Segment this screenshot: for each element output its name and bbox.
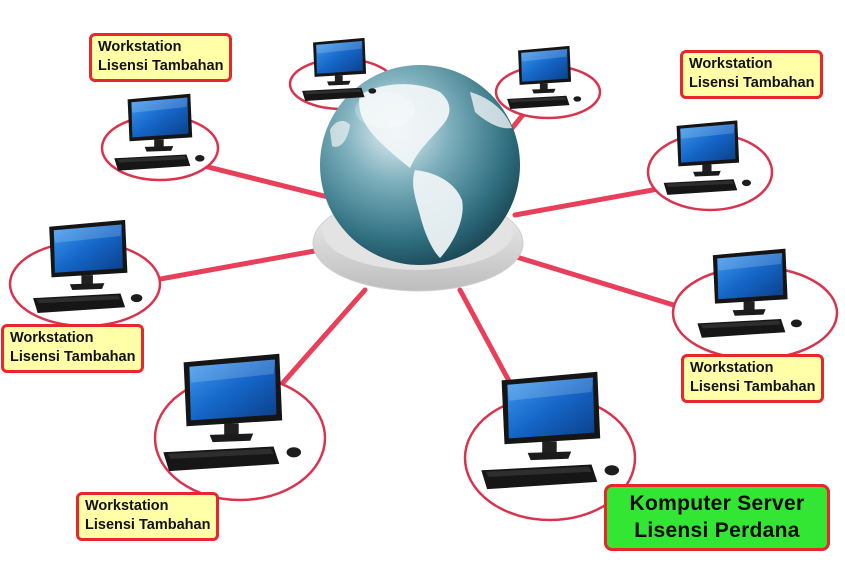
workstation-label-right-lower: Workstation Lisensi Tambahan	[681, 354, 825, 403]
link-right-lower	[507, 252, 693, 313]
server-label-line2: Lisensi Perdana	[634, 519, 800, 542]
workstation-label-left-middle: Workstation Lisensi Tambahan	[1, 324, 145, 373]
workstation-label-top-right: Workstation Lisensi Tambahan	[680, 50, 824, 99]
globe-server	[312, 65, 524, 292]
server-label: Komputer Server Lisensi Perdana	[604, 484, 830, 551]
workstation-label-line2: Lisensi Tambahan	[98, 58, 224, 74]
workstation-label-bottom-left: Workstation Lisensi Tambahan	[76, 492, 220, 541]
server-label-line1: Komputer Server	[629, 492, 805, 515]
workstation-label-line1: Workstation	[689, 56, 773, 72]
workstation-label-line1: Workstation	[85, 498, 169, 514]
workstation-label-top-left: Workstation Lisensi Tambahan	[89, 33, 233, 82]
workstation-label-line2: Lisensi Tambahan	[85, 517, 211, 533]
workstation-label-line2: Lisensi Tambahan	[690, 379, 816, 395]
workstation-label-line1: Workstation	[690, 360, 774, 376]
workstation-label-line2: Lisensi Tambahan	[689, 75, 815, 91]
workstation-label-line1: Workstation	[10, 330, 94, 346]
workstation-label-line1: Workstation	[98, 39, 182, 55]
link-right-upper	[512, 182, 683, 218]
workstation-label-line2: Lisensi Tambahan	[10, 349, 136, 365]
